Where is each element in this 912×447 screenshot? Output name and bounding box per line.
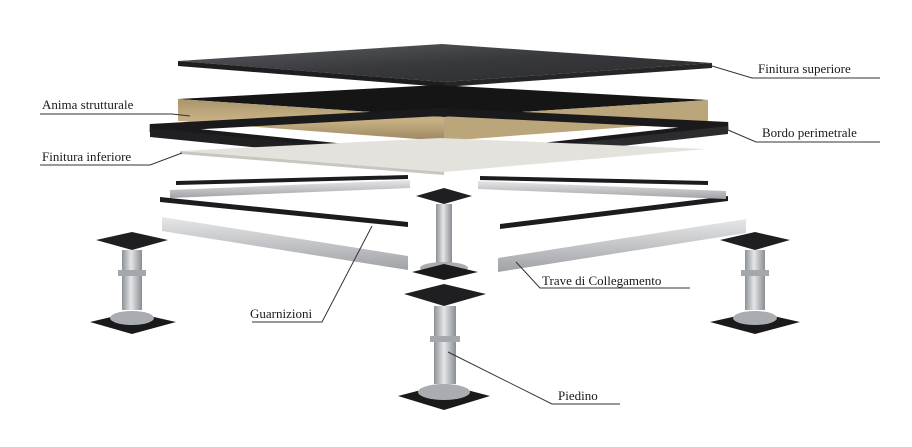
label-edge: Bordo perimetrale [762, 125, 857, 140]
pedestal-right [710, 232, 800, 334]
leader-edge [727, 129, 880, 143]
label-stringer: Trave di Collegamento [542, 273, 662, 288]
pedestal-left [90, 232, 176, 334]
bottom-finish-sheet [180, 138, 706, 175]
leader-pedestal [447, 351, 620, 405]
label-pedestal: Piedino [558, 388, 598, 403]
pedestal-center-front [398, 284, 490, 410]
leader-stringer [515, 261, 690, 289]
label-gaskets: Guarnizioni [250, 306, 313, 321]
label-top-finish: Finitura superiore [758, 61, 851, 76]
leader-gaskets [252, 225, 373, 323]
leader-top-finish [711, 65, 880, 79]
pedestal-center-back [412, 188, 478, 280]
label-bottom-finish: Finitura inferiore [42, 149, 132, 164]
top-finish-panel [178, 44, 712, 87]
stringer-beams [162, 180, 746, 272]
leader-core [40, 113, 191, 117]
label-core: Anima strutturale [42, 97, 134, 112]
leader-bottom-finish [40, 152, 183, 166]
gasket-strips [160, 175, 728, 229]
leader-lines [40, 65, 880, 405]
